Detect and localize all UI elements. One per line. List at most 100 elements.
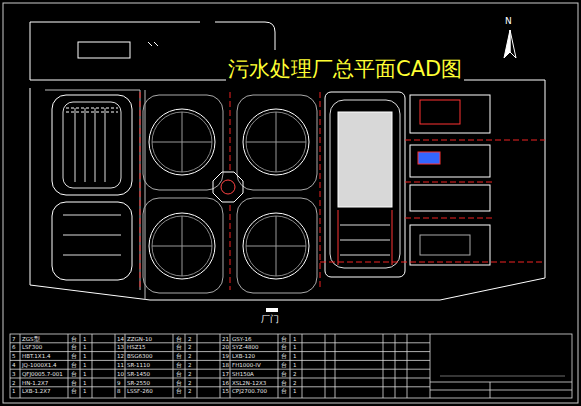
equipment-table (10, 334, 572, 398)
table-cell: LXB-1.2X7 (22, 387, 51, 395)
table-cell: HSZ15 (127, 343, 145, 351)
building (410, 95, 490, 133)
table-cell: FH1000-IV (232, 361, 261, 369)
ditch (52, 95, 132, 195)
table-cell: 台 (71, 361, 77, 369)
table-cell: 台 (176, 387, 182, 395)
table-cell: 12 (117, 352, 124, 360)
table-cell: ZZGN-10 (127, 335, 152, 343)
table-cell: GSY-16 (232, 335, 251, 343)
table-cell: 2 (188, 335, 192, 343)
table-cell: LXB-120 (232, 352, 255, 360)
table-cell: 21 (222, 335, 229, 343)
tank-yard (143, 95, 223, 190)
table-cell: 台 (71, 352, 77, 360)
table-cell: 16 (222, 379, 229, 387)
admin-building (78, 42, 130, 58)
table-cell: 1 (293, 387, 297, 395)
gate (266, 308, 278, 312)
table-cell: LSSF-260 (127, 387, 153, 395)
equipment (420, 100, 460, 124)
table-cell: 1 (83, 352, 87, 360)
tank-yard (237, 198, 317, 293)
table-cell: 台 (71, 343, 77, 351)
table-cell: LSF300 (22, 343, 42, 351)
table-cell: 1 (293, 335, 297, 343)
building (410, 225, 490, 265)
table-cell: 7 (12, 335, 16, 343)
table-cell: XSL2N-12X3 (232, 379, 266, 387)
gate-label: 厂门 (261, 314, 279, 325)
table-cell: 台 (71, 370, 77, 378)
table-cell: 台 (281, 335, 287, 343)
tank-yard (143, 198, 223, 293)
table-cell: 台 (281, 352, 287, 360)
table-cell: CPJ2700.700 (232, 387, 267, 395)
tree-symbol (148, 42, 158, 46)
building (410, 185, 490, 211)
table-cell: 1 (12, 387, 16, 395)
table-cell: 1 (83, 387, 87, 395)
road-edge (30, 22, 545, 300)
road-edge (45, 90, 145, 300)
table-cell: 台 (176, 352, 182, 360)
distribution-well (213, 172, 243, 202)
well-core (221, 180, 235, 194)
table-cell: SYZ-4800 (232, 343, 259, 351)
table-cell: 2 (188, 352, 192, 360)
aerator (66, 108, 118, 112)
table-cell: 1 (83, 370, 87, 378)
clarifier (149, 109, 309, 279)
table-cell: 15 (222, 387, 229, 395)
table-cell: 2 (293, 379, 297, 387)
table-cell: HBT.1X1.4 (22, 352, 50, 360)
process-yard (325, 92, 405, 277)
table-cell: 6 (12, 343, 16, 351)
sludge-building (338, 112, 392, 207)
table-cell: SH150A (232, 370, 254, 378)
table-cell: 台 (281, 361, 287, 369)
north-arrow (504, 30, 510, 58)
table-cell: 台 (176, 335, 182, 343)
table-cell: 2 (188, 343, 192, 351)
equipment (420, 235, 470, 255)
tank-lanes (340, 225, 390, 255)
table-cell: 3 (12, 370, 16, 378)
table-cell: 台 (281, 387, 287, 395)
table-cell: 台 (281, 370, 287, 378)
table-cell: BSG6300 (127, 352, 152, 360)
table-cell: 台 (176, 361, 182, 369)
table-cell: 1 (83, 379, 87, 387)
north-arrow (510, 30, 516, 58)
table-cell: SR-2550 (127, 379, 150, 387)
equipment (418, 152, 440, 164)
table-cell: 1 (83, 361, 87, 369)
table-cell: 台 (176, 379, 182, 387)
table-cell: HN-1.2X7 (22, 379, 48, 387)
table-cell: 1 (293, 352, 297, 360)
pipeline (140, 92, 545, 290)
ditch (52, 202, 132, 280)
table-cell: 14 (117, 335, 124, 343)
north-label: N (505, 16, 512, 27)
table-cell: JQ-1000X1.4 (22, 361, 57, 369)
table-cell: 台 (71, 379, 77, 387)
ditch-lanes (63, 108, 121, 255)
table-cell: SR-1110 (127, 361, 150, 369)
table-cell: 11 (117, 361, 124, 369)
table-cell: 1 (293, 361, 297, 369)
table-cell: 台 (176, 343, 182, 351)
table-cell: 台 (281, 343, 287, 351)
table-cell: 1 (83, 343, 87, 351)
table-cell: 2 (188, 379, 192, 387)
table-cell: 4 (12, 361, 16, 369)
table-cell: 17 (222, 370, 229, 378)
table-cell: 台 (281, 379, 287, 387)
table-cell: 20 (222, 343, 229, 351)
table-cell: 2 (188, 387, 192, 395)
table-cell: 2 (12, 379, 16, 387)
table-cell: 台 (71, 335, 77, 343)
table-cell: ZGS型 (22, 335, 40, 343)
table-cell: 13 (117, 343, 124, 351)
table-cell: 2 (188, 370, 192, 378)
